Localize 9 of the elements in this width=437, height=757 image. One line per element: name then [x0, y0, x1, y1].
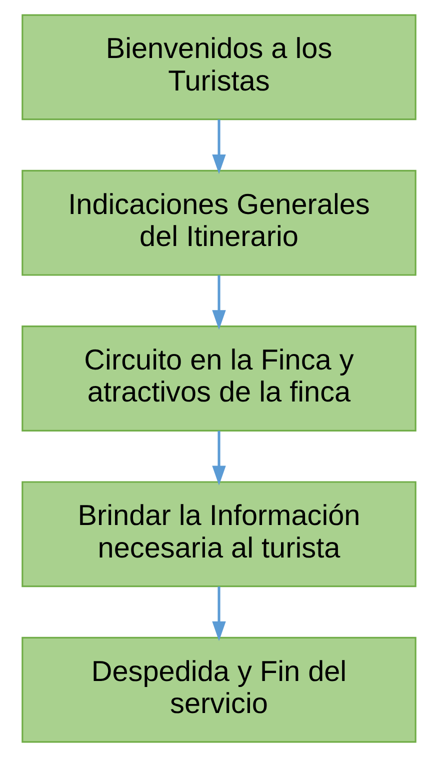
node-box: Bienvenidos a los Turistas	[21, 14, 416, 120]
node-box: Brindar la Información necesaria al turista	[21, 481, 416, 588]
node-box: Despedida y Fin del servicio	[21, 636, 416, 743]
arrow	[212, 430, 226, 486]
arrow	[212, 275, 226, 330]
arrow	[212, 586, 226, 642]
arrow	[212, 120, 226, 174]
node-box: Circuito en la Finca y atractivos de la finca	[21, 326, 416, 432]
node-box: Indicaciones Generales del Itinerario	[21, 170, 416, 276]
